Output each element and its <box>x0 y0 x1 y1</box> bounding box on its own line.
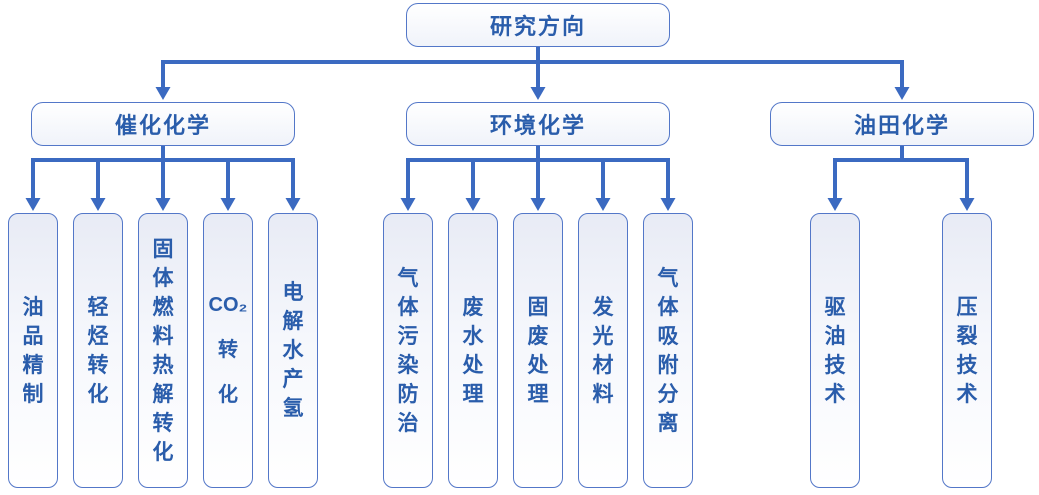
node-label: 气 体 吸 附 分 离 <box>657 266 679 435</box>
node-research-directions: 研究方向 <box>406 3 670 47</box>
node-label: 气 体 污 染 防 治 <box>397 266 419 435</box>
node-label: 研究方向 <box>489 14 586 39</box>
node-water-electrolysis-hydrogen: 电 解 水 产 氢 <box>268 213 318 488</box>
node-fracturing-technology: 压 裂 技 术 <box>942 213 992 488</box>
node-label: 催化化学 <box>114 113 211 138</box>
node-gas-pollution-control: 气 体 污 染 防 治 <box>383 213 433 488</box>
node-oil-displacement-technology: 驱 油 技 术 <box>810 213 860 488</box>
level1-connectors <box>155 47 910 100</box>
node-label: 轻 烃 转 化 <box>87 295 109 406</box>
level2-connectors-oilfield <box>827 146 975 211</box>
node-label: 发 光 材 料 <box>592 295 614 406</box>
node-catalytic-chemistry: 催化化学 <box>31 102 295 146</box>
node-label: 电 解 水 产 氢 <box>282 281 304 420</box>
node-co2-conversion: CO₂ 转 化 <box>203 213 253 488</box>
node-label: 固 体 燃 料 热 解 转 化 <box>152 237 174 464</box>
node-label: 废 水 处 理 <box>462 295 484 406</box>
node-label: 油 品 精 制 <box>22 295 44 406</box>
node-solid-waste-treatment: 固 废 处 理 <box>513 213 563 488</box>
node-luminescent-materials: 发 光 材 料 <box>578 213 628 488</box>
level2-connectors-catalysis <box>25 146 301 211</box>
node-light-hydrocarbon-conversion: 轻 烃 转 化 <box>73 213 123 488</box>
node-solid-fuel-pyrolysis-conversion: 固 体 燃 料 热 解 转 化 <box>138 213 188 488</box>
node-label: 环境化学 <box>489 113 586 138</box>
node-environmental-chemistry: 环境化学 <box>406 102 670 146</box>
level2-connectors-environment <box>400 146 676 211</box>
node-label: CO₂ 转 化 <box>208 294 248 406</box>
node-label: 压 裂 技 术 <box>956 295 978 406</box>
node-gas-adsorption-separation: 气 体 吸 附 分 离 <box>643 213 693 488</box>
node-label: 油田化学 <box>853 113 950 138</box>
node-label: 驱 油 技 术 <box>824 295 846 406</box>
node-oilfield-chemistry: 油田化学 <box>770 102 1034 146</box>
node-oil-refining: 油 品 精 制 <box>8 213 58 488</box>
node-wastewater-treatment: 废 水 处 理 <box>448 213 498 488</box>
node-label: 固 废 处 理 <box>527 295 549 406</box>
